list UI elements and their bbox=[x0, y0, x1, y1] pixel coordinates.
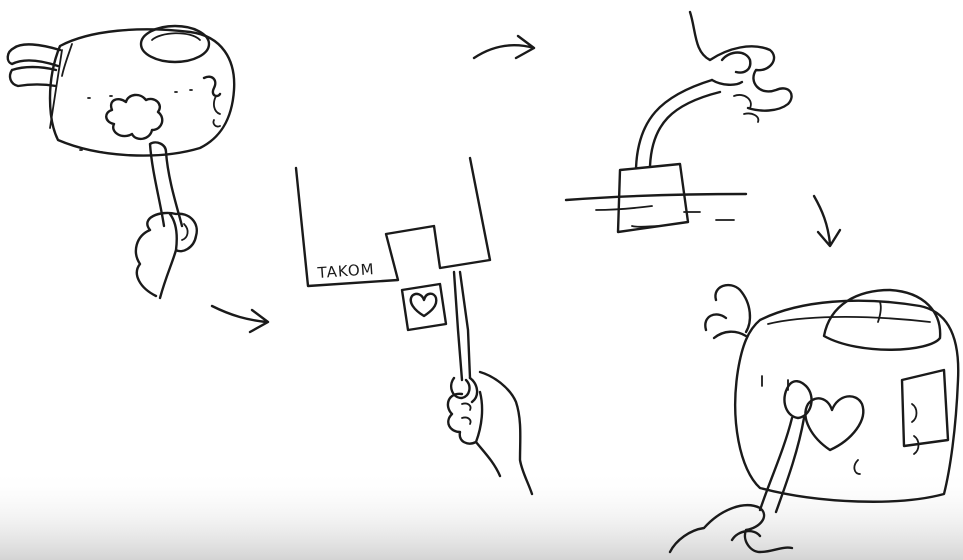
box-label: TAKOM bbox=[316, 260, 375, 282]
arrow-right-icon bbox=[210, 304, 270, 334]
step-1-turret-apply-water-icon bbox=[6, 24, 236, 300]
arrow-down-icon bbox=[812, 194, 842, 248]
step-3-dip-decal-in-water-icon bbox=[564, 10, 793, 234]
step-4-apply-heart-decal-icon bbox=[668, 283, 960, 554]
step-2-cut-decal-from-sheet-icon: TAKOM bbox=[294, 156, 534, 496]
arrow-up-right-icon bbox=[472, 34, 536, 60]
paper-shadow bbox=[0, 470, 963, 560]
